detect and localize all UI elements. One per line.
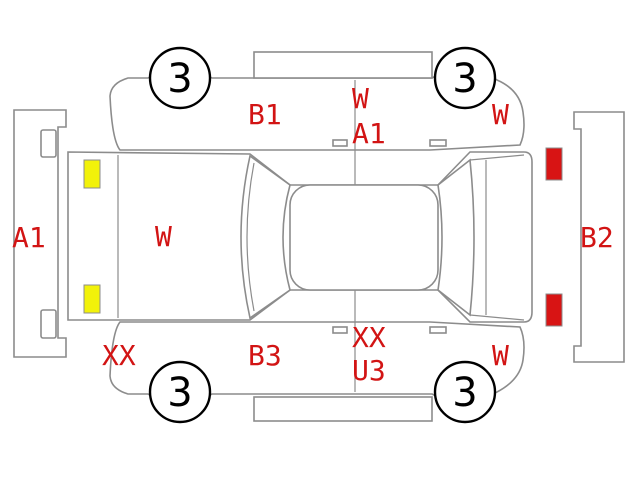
car-top-view <box>67 151 533 323</box>
tyre-rear-left: 3 <box>433 46 497 110</box>
code-rear-bumper: B2 <box>580 221 614 254</box>
tyre-front-left-value: 3 <box>167 56 192 102</box>
code-front-bumper: A1 <box>12 221 46 254</box>
taillight-left-marker <box>545 147 563 181</box>
taillight-right-marker <box>545 293 563 327</box>
code-front-left-corner: XX <box>102 339 136 372</box>
headlight-right-marker <box>83 284 101 314</box>
code-hood: W <box>155 220 172 253</box>
left-side-body <box>109 51 525 186</box>
tyre-rear-right: 3 <box>433 360 497 424</box>
code-left-front-door-1: W <box>352 82 369 115</box>
code-right-front-fender: B3 <box>248 339 282 372</box>
tyre-front-right-value: 3 <box>167 370 192 416</box>
tyre-rear-right-value: 3 <box>452 370 477 416</box>
code-right-rear-quarter: W <box>492 339 509 372</box>
tyre-rear-left-value: 3 <box>452 56 477 102</box>
code-left-front-fender: B1 <box>248 98 282 131</box>
right-side-body <box>109 288 525 422</box>
code-left-front-door-2: A1 <box>352 117 386 150</box>
code-right-front-door-1: XX <box>352 321 386 354</box>
tyre-front-right: 3 <box>148 360 212 424</box>
code-right-front-door-2: U3 <box>352 354 386 387</box>
headlight-left-marker <box>83 159 101 189</box>
rear-bumper <box>573 111 625 363</box>
tyre-front-left: 3 <box>148 46 212 110</box>
front-bumper <box>13 109 67 358</box>
code-left-rear-quarter: W <box>492 98 509 131</box>
